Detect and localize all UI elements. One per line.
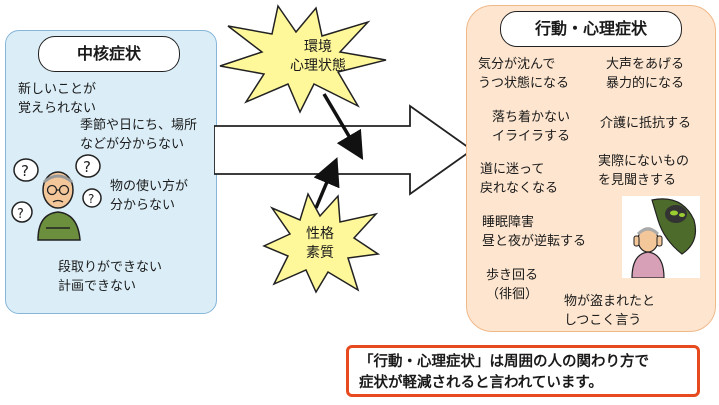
note-box: 「行動・心理症状」は周囲の人の関わり方で 症状が軽減されると言われています。 — [346, 345, 700, 397]
bpsd-item-resist-care: 介護に抵抗する — [600, 116, 692, 131]
bpsd-item-roaming: 歩き回る （徘徊） — [486, 268, 539, 302]
bpsd-title: 行動・心理症状 — [500, 11, 682, 47]
bpsd-item-hallucination: 実際にないもの を見聞きする — [598, 154, 690, 188]
influence-arrows — [313, 93, 364, 209]
core-item-usage: 物の使い方が 分からない — [110, 179, 189, 213]
core-symptoms-panel — [5, 30, 217, 314]
svg-text:?: ? — [17, 207, 24, 222]
svg-text:?: ? — [88, 192, 94, 206]
svg-text:?: ? — [83, 158, 91, 176]
core-item-orientation: 季節や日にち、場所 などが分からない — [80, 118, 198, 152]
core-symptoms-title: 中核症状 — [38, 36, 180, 72]
personality-burst — [262, 192, 380, 294]
bpsd-item-wandering-lost: 道に迷って 戻れなくなる — [480, 162, 559, 196]
hallucinating-elder-illustration — [622, 196, 700, 278]
bpsd-item-violence: 大声をあげる 暴力的になる — [606, 57, 685, 91]
svg-text:?: ? — [21, 162, 29, 180]
bpsd-item-theft-delusion: 物が盗まれたと しつこく言う — [564, 294, 656, 328]
bpsd-item-sleep: 睡眠障害 昼と夜が逆転する — [482, 215, 587, 249]
environment-burst — [219, 4, 387, 114]
personality-label: 性格 素質 — [306, 226, 334, 261]
core-item-planning: 段取りができない 計画できない — [58, 260, 163, 294]
core-item-memory: 新しいことが 覚えられない — [18, 82, 97, 116]
confused-elder-illustration: ? ? ? ? — [11, 154, 102, 241]
bpsd-item-restless: 落ち着かない イライラする — [492, 110, 571, 144]
environment-label: 環境 心理状態 — [290, 39, 346, 74]
bpsd-item-depression: 気分が沈んで うつ状態になる — [478, 57, 570, 91]
